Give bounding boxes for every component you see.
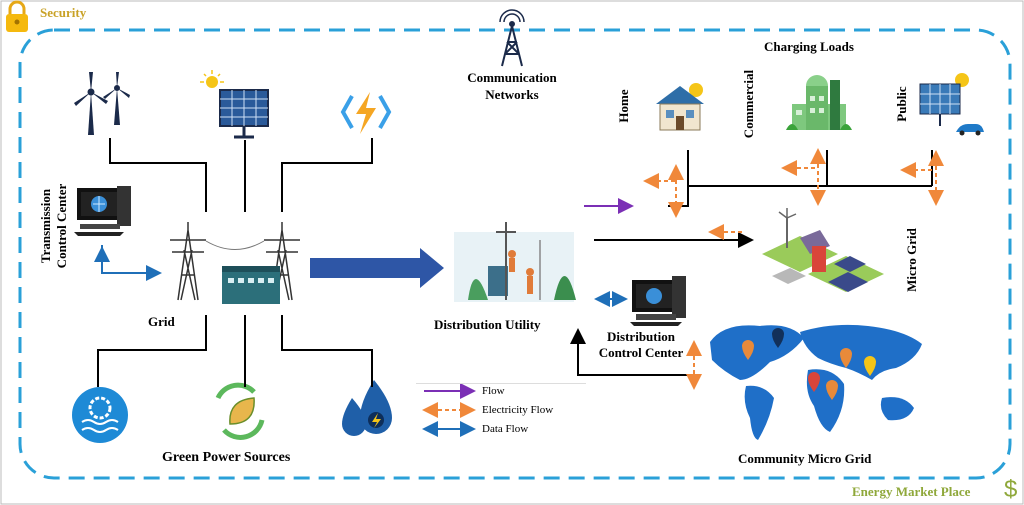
charging-loads-label: Charging Loads [764,39,854,54]
house-icon [656,83,704,131]
data-flow-arrow [101,245,162,281]
community-micro-grid-label: Community Micro Grid [738,451,872,466]
grid-label: Grid [148,314,175,329]
wind-turbine-icon [74,72,130,135]
lightning-icon [340,92,392,134]
security-label: Security [40,5,87,20]
microgrid-icon [762,208,884,292]
public-solar-icon [919,73,984,136]
pylon-icon [170,222,300,301]
solar-panel-icon [200,70,269,139]
legend-electricity-flow: Electricity Flow [482,404,554,416]
legend-flow: Flow [482,385,505,397]
electricity-arrows [643,148,944,390]
communication-label: Communication Networks [467,70,557,102]
utility-worker-icon [454,222,576,302]
computer-icon [74,186,131,236]
recycle-leaf-icon [215,382,265,440]
distribution-control-label: Distribution Control Center [598,329,684,360]
substation-icon [222,266,280,304]
commercial-building-icon [786,75,852,130]
security-boundary [18,28,1012,480]
home-label: Home [616,89,631,123]
public-label: Public [894,86,909,122]
transmission-control-label: Transmission Control Center [38,183,69,269]
big-arrow [310,248,444,288]
micro-grid-label: Micro Grid [904,228,919,292]
legend-arrows [422,383,476,437]
dollar-icon: $ [1004,476,1017,503]
map-pin-icon [742,328,876,400]
legend-data-flow: Data Flow [482,423,529,435]
tower-icon [499,9,525,67]
hydro-icon [72,387,128,443]
legend: Flow Electricity Flow Data Flow [416,383,586,444]
energy-market-label: Energy Market Place [852,484,971,499]
lock-icon [6,0,28,32]
commercial-label: Commercial [741,69,756,139]
water-drop-icon [342,380,392,436]
computer-icon [630,276,686,326]
distribution-utility-label: Distribution Utility [434,317,541,332]
green-power-label: Green Power Sources [162,450,291,465]
